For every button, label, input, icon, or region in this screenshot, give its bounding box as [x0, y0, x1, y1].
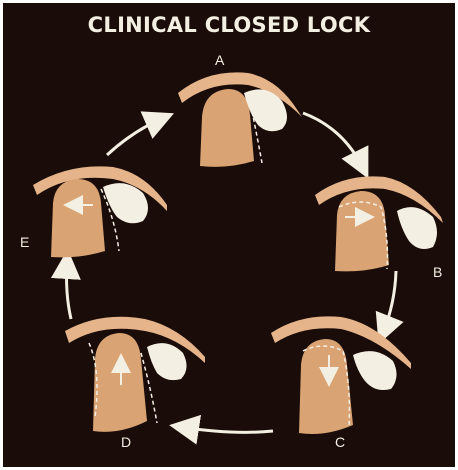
joint-illustration-b	[315, 176, 443, 271]
condyle	[299, 339, 353, 434]
stage-label-e: E	[20, 235, 29, 249]
articular-disc	[397, 207, 437, 249]
arrow-d-to-e	[67, 261, 72, 319]
articular-disc	[353, 351, 397, 390]
arrow-e-to-a	[107, 118, 163, 155]
condyle	[200, 89, 254, 167]
closed-lock-cycle-diagram	[3, 3, 455, 467]
arrow-b-to-c	[383, 271, 396, 333]
arrow-a-to-b	[303, 113, 363, 168]
joint-illustration-e	[33, 166, 167, 257]
stage-label-d: D	[121, 435, 131, 449]
articular-disc	[147, 343, 187, 380]
stage-label-a: A	[215, 53, 224, 67]
joint-illustration-d	[65, 317, 205, 432]
arrow-c-to-d	[181, 427, 273, 432]
joint-illustration-c	[271, 316, 411, 434]
condyle	[51, 179, 105, 257]
diagram-slide: CLINICAL CLOSED LOCK	[3, 3, 455, 467]
stage-label-b: B	[433, 265, 442, 279]
joint-illustration-a	[178, 72, 302, 166]
stage-label-c: C	[335, 435, 345, 449]
condyle	[335, 191, 389, 271]
